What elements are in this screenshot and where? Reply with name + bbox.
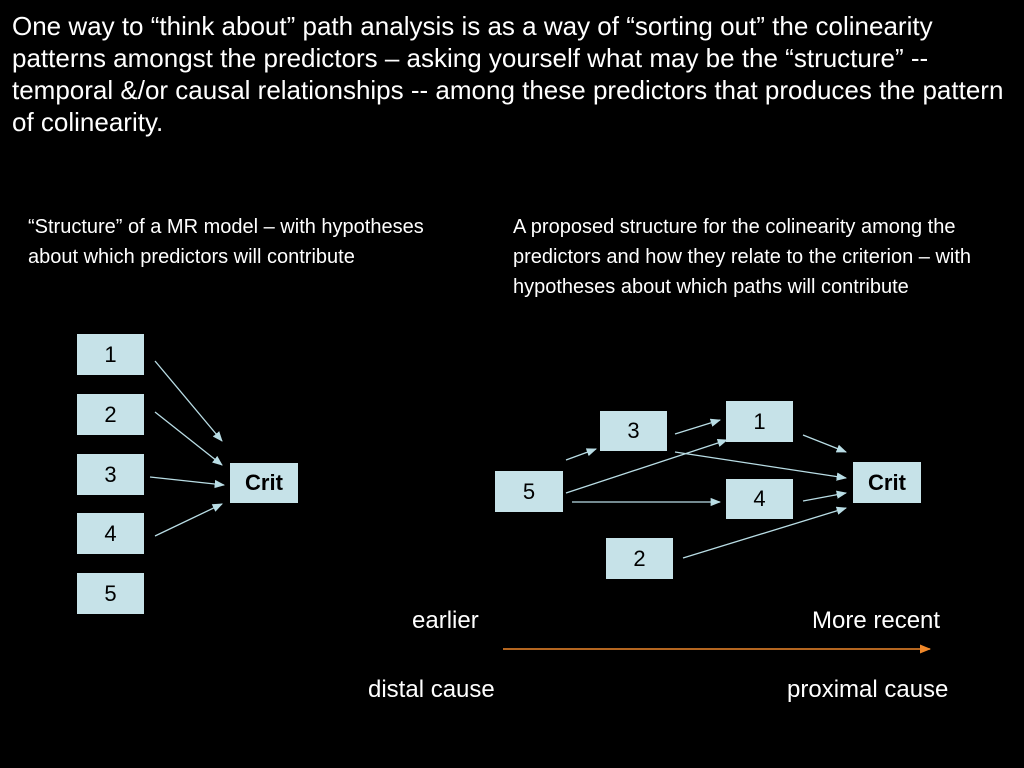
right-node-2-box: 2 [606, 538, 673, 579]
right-criterion-box: Crit [853, 462, 921, 503]
right-panel-caption: A proposed structure for the colinearity… [513, 216, 972, 298]
right-arrow-4-to-crit [802, 490, 848, 502]
right-arrow-5-to-3 [565, 448, 597, 461]
slide-heading: One way to “think about” path analysis i… [12, 11, 1004, 137]
left-arrow-3-to-crit [149, 476, 226, 489]
left-panel-caption: “Structure” of a MR model – with hypothe… [28, 216, 424, 268]
left-arrow-2-to-crit [154, 411, 223, 466]
left-predictor-3-box: 3 [77, 454, 144, 495]
left-predictor-2-box: 2 [77, 394, 144, 435]
left-predictor-4-box: 4 [77, 513, 144, 554]
right-node-1-box: 1 [726, 401, 793, 442]
right-node-3-box: 3 [600, 411, 667, 451]
left-arrow-1-to-crit [154, 360, 223, 442]
timeline-proximal-label: proximal cause [787, 676, 949, 703]
left-arrow-4-to-crit [154, 503, 223, 537]
right-arrow-3-to-crit [674, 451, 848, 481]
left-criterion-box: Crit [230, 463, 298, 503]
right-arrow-1-to-crit [802, 434, 847, 453]
timeline-distal-label: distal cause [368, 676, 495, 703]
timeline-recent-label: More recent [812, 607, 941, 634]
left-predictor-1-box: 1 [77, 334, 144, 375]
right-arrow-2-to-crit [682, 506, 847, 559]
left-predictor-5-box: 5 [77, 573, 144, 614]
right-arrow-3-to-1 [674, 418, 721, 435]
right-node-4-box: 4 [726, 479, 793, 519]
right-node-5-box: 5 [495, 471, 563, 512]
right-arrow-5-to-1 [565, 438, 728, 494]
timeline-earlier-label: earlier [412, 607, 479, 634]
